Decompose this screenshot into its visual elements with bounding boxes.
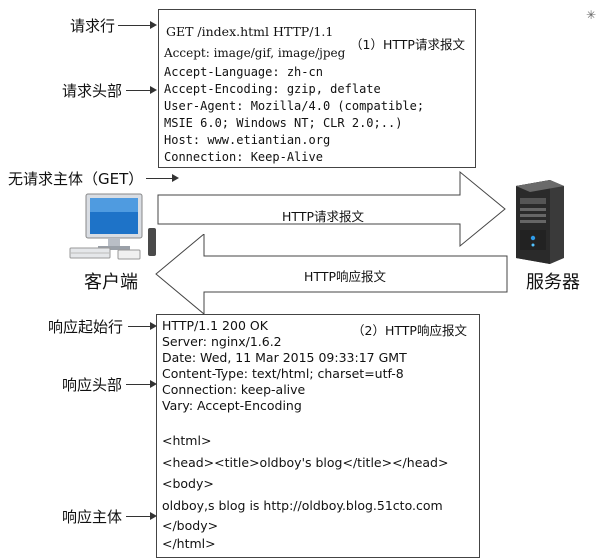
client-computer-icon [69, 193, 156, 260]
response-flow-arrow [155, 234, 508, 316]
response-flow-label: HTTP响应报文 [304, 269, 386, 284]
response-header-line: Content-Type: text/html; charset=utf-8 [162, 366, 404, 381]
label-request-line: 请求行 [70, 17, 116, 35]
request-header-line: Accept-Language: zh-cn [164, 65, 323, 79]
pointer-head [150, 21, 157, 29]
server-tower-icon [516, 180, 564, 264]
pointer-request-line [118, 25, 150, 26]
response-header-line: Date: Wed, 11 Mar 2015 09:33:17 GMT [162, 350, 407, 365]
response-header-line: Connection: keep-alive [162, 382, 306, 397]
pointer-head [150, 322, 157, 330]
pointer-head [150, 380, 157, 388]
pointer-head [150, 512, 157, 520]
label-response-headers: 响应头部 [62, 376, 123, 394]
request-flow-arrow [157, 170, 506, 248]
client-label: 客户端 [84, 272, 138, 293]
response-body-line: oldboy,s blog is http://oldboy.blog.51ct… [162, 498, 443, 513]
response-message-box [156, 314, 480, 558]
request-header-line: Connection: Keep-Alive [164, 150, 323, 164]
server-label: 服务器 [526, 272, 580, 293]
request-header-line: Host: www.etiantian.org [164, 133, 331, 147]
pointer-head [172, 174, 179, 182]
request-header-line: User-Agent: Mozilla/4.0 (compatible; [164, 99, 425, 113]
label-response-body: 响应主体 [62, 508, 123, 526]
label-request-body: 无请求主体（GET） [8, 170, 144, 188]
response-body-line: </html> [162, 536, 216, 551]
pointer-response-body [126, 516, 150, 517]
pointer-head [150, 86, 157, 94]
label-response-status: 响应起始行 [48, 318, 124, 336]
request-header-line: Accept-Encoding: gzip, deflate [164, 82, 381, 96]
response-body-line: </body> [162, 518, 219, 533]
response-body-line: <html> [162, 433, 212, 448]
response-box-title: （2）HTTP响应报文 [352, 323, 467, 338]
request-header-accept: Accept: image/gif, image/jpeg [164, 46, 346, 60]
pointer-request-headers [126, 90, 150, 91]
request-message-box [158, 9, 476, 168]
response-body-line: <head><title>oldboy's blog</title></head… [162, 455, 449, 470]
request-flow-label: HTTP请求报文 [282, 209, 364, 224]
request-line-text: GET /index.html HTTP/1.1 [166, 24, 334, 39]
response-header-line: Server: nginx/1.6.2 [162, 334, 282, 349]
pointer-response-status [128, 326, 150, 327]
response-header-line: Vary: Accept-Encoding [162, 398, 302, 413]
response-status-line: HTTP/1.1 200 OK [162, 318, 268, 333]
request-box-title: （1）HTTP请求报文 [350, 37, 465, 52]
pointer-response-headers [126, 384, 150, 385]
request-header-line: MSIE 6.0; Windows NT; CLR 2.0;..) [164, 116, 403, 130]
response-body-line: <body> [162, 476, 214, 491]
pointer-request-body [146, 178, 173, 179]
label-request-headers: 请求头部 [62, 82, 123, 100]
corner-mark: ✳ [586, 8, 597, 22]
